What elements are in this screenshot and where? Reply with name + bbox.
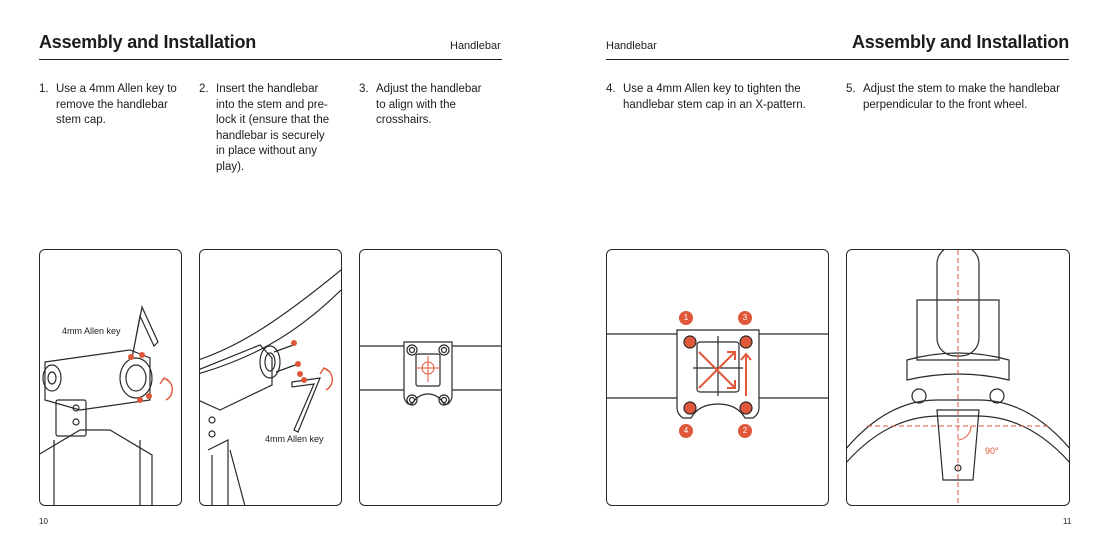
illustration-remove-stem-cap: 4mm Allen key [39,249,182,506]
bolt-order-badge: 2 [738,424,752,438]
step-number: 5. [846,83,856,95]
header-divider [39,59,502,60]
illustration-perpendicular-adjust: 90° [846,249,1070,506]
illustration-tighten-x-pattern [606,249,829,506]
section-label: Handlebar [606,40,657,52]
stem-cap-crosshair-drawing [360,341,501,406]
step-1: 1. Use a 4mm Allen key to remove the han… [39,82,189,129]
perpendicular-drawing [847,250,1069,505]
step-number: 1. [39,83,49,95]
step-number: 4. [606,83,616,95]
page-number: 11 [1063,517,1072,526]
handlebar-insert-drawing [200,269,341,505]
allen-key-label: 4mm Allen key [265,434,324,444]
bolt-order-badge: 4 [679,424,693,438]
step-number: 3. [359,83,369,95]
step-4: 4. Use a 4mm Allen key to tighten the ha… [606,82,836,113]
page-number: 10 [39,517,48,526]
left-page: Assembly and Installation Handlebar 1. U… [0,0,547,541]
page-title: Assembly and Installation [851,32,1069,52]
allen-key-label: 4mm Allen key [62,326,121,336]
stem-cap-removal-drawing [40,305,173,505]
step-text: Use a 4mm Allen key to remove the handle… [56,83,177,126]
page-title: Assembly and Installation [39,32,257,52]
bolt-order-badge: 3 [738,311,752,325]
step-5: 5. Adjust the stem to make the handlebar… [846,82,1076,113]
illustration-align-crosshairs [359,249,502,506]
section-label: Handlebar [450,40,501,52]
step-text: Adjust the handlebar to align with the c… [376,83,482,126]
x-pattern-drawing [607,329,828,419]
step-text: Use a 4mm Allen key to tighten the handl… [623,83,806,111]
header-divider [606,59,1069,60]
step-number: 2. [199,83,209,95]
right-page: Handlebar Assembly and Installation 4. U… [548,0,1095,541]
step-text: Adjust the stem to make the handlebar pe… [863,83,1060,111]
illustration-insert-handlebar: 4mm Allen key [199,249,342,506]
angle-label: 90° [985,446,999,456]
step-3: 3. Adjust the handlebar to align with th… [359,82,509,129]
bolt-order-badge: 1 [679,311,693,325]
step-2: 2. Insert the handlebar into the stem an… [199,82,349,175]
step-text: Insert the handlebar into the stem and p… [216,83,330,173]
